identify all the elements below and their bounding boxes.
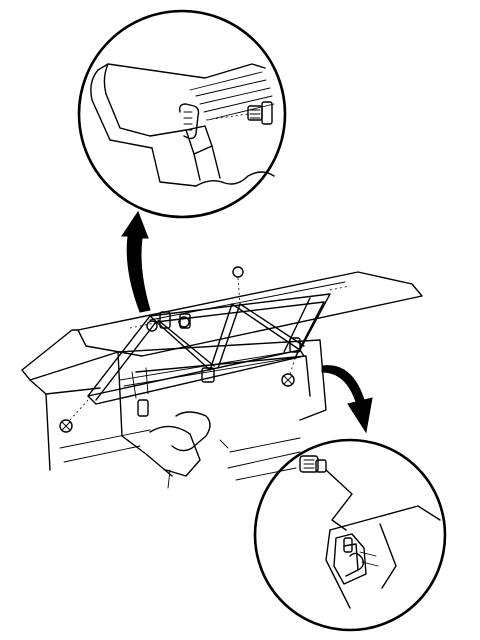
upper-callout-circle <box>77 9 287 219</box>
right-screw-icon <box>281 355 297 387</box>
upper-callout-contents <box>90 63 275 187</box>
upper-arrow-icon <box>121 210 151 313</box>
bracket-frame <box>87 293 331 417</box>
left-screw-icon <box>59 399 89 433</box>
upper-screw-icon <box>205 101 273 125</box>
lower-callout-circle <box>253 438 447 632</box>
lower-detail-callout <box>253 438 447 632</box>
top-screw-icon <box>232 266 244 305</box>
screw-fasteners <box>59 266 297 433</box>
upper-detail-callout <box>77 9 287 219</box>
rear-panel-assembly <box>21 271 423 489</box>
lower-arrow-icon <box>321 365 373 434</box>
lower-callout-contents <box>299 455 441 609</box>
left-clip-screw-icon <box>146 316 190 332</box>
lower-screw-icon <box>299 455 353 531</box>
